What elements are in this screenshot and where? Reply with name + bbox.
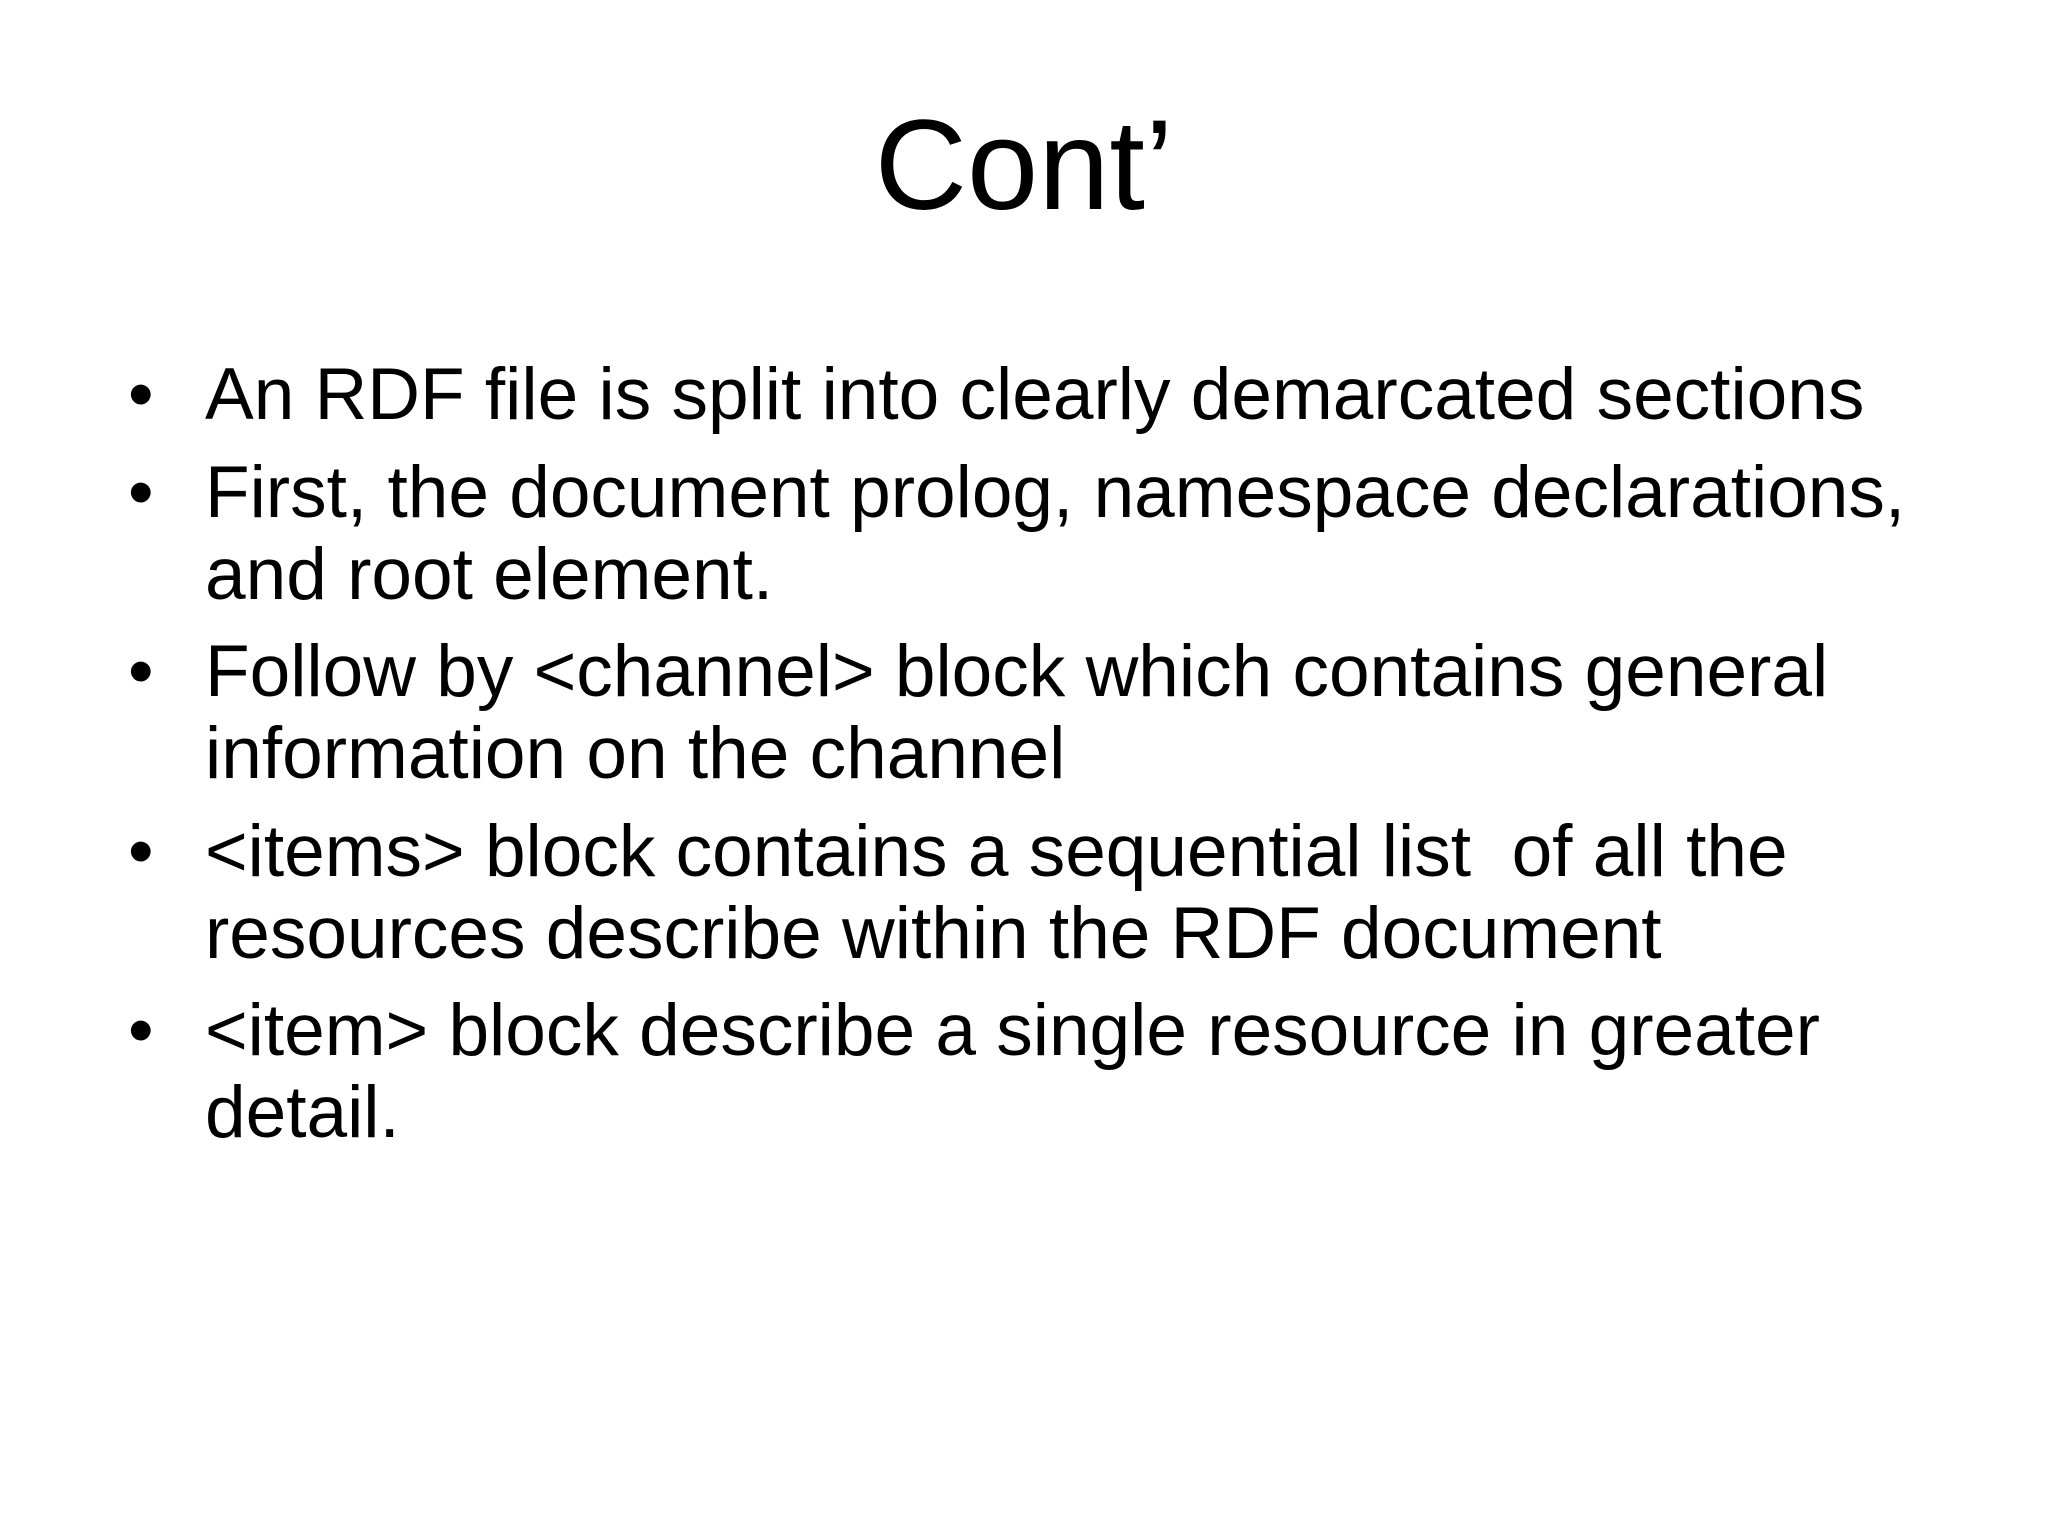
bullet-marker: • — [128, 990, 154, 1072]
bullet-text: Follow by <channel> block which contains… — [205, 631, 1849, 794]
bullet-marker: • — [128, 451, 154, 533]
bullet-item: • <item> block describe a single resourc… — [0, 990, 1993, 1154]
bullet-item: • <items> block contains a sequential li… — [0, 811, 1993, 975]
bullet-item: • First, the document prolog, namespace … — [0, 452, 1993, 616]
slide-title: Cont’ — [874, 94, 1174, 237]
bullet-list: • An RDF file is split into clearly dema… — [0, 354, 1993, 1154]
bullet-item: • Follow by <channel> block which contai… — [0, 631, 1993, 795]
bullet-text: An RDF file is split into clearly demarc… — [205, 354, 1865, 435]
bullet-text: First, the document prolog, namespace de… — [205, 451, 1926, 615]
bullet-text: <items> block contains a sequential list… — [205, 810, 1808, 974]
bullet-item: • An RDF file is split into clearly dema… — [0, 354, 1993, 436]
bullet-marker: • — [128, 631, 154, 713]
bullet-text: <item> block describe a single resource … — [205, 990, 1841, 1153]
bullet-marker: • — [128, 810, 154, 892]
bullet-marker: • — [128, 354, 154, 435]
